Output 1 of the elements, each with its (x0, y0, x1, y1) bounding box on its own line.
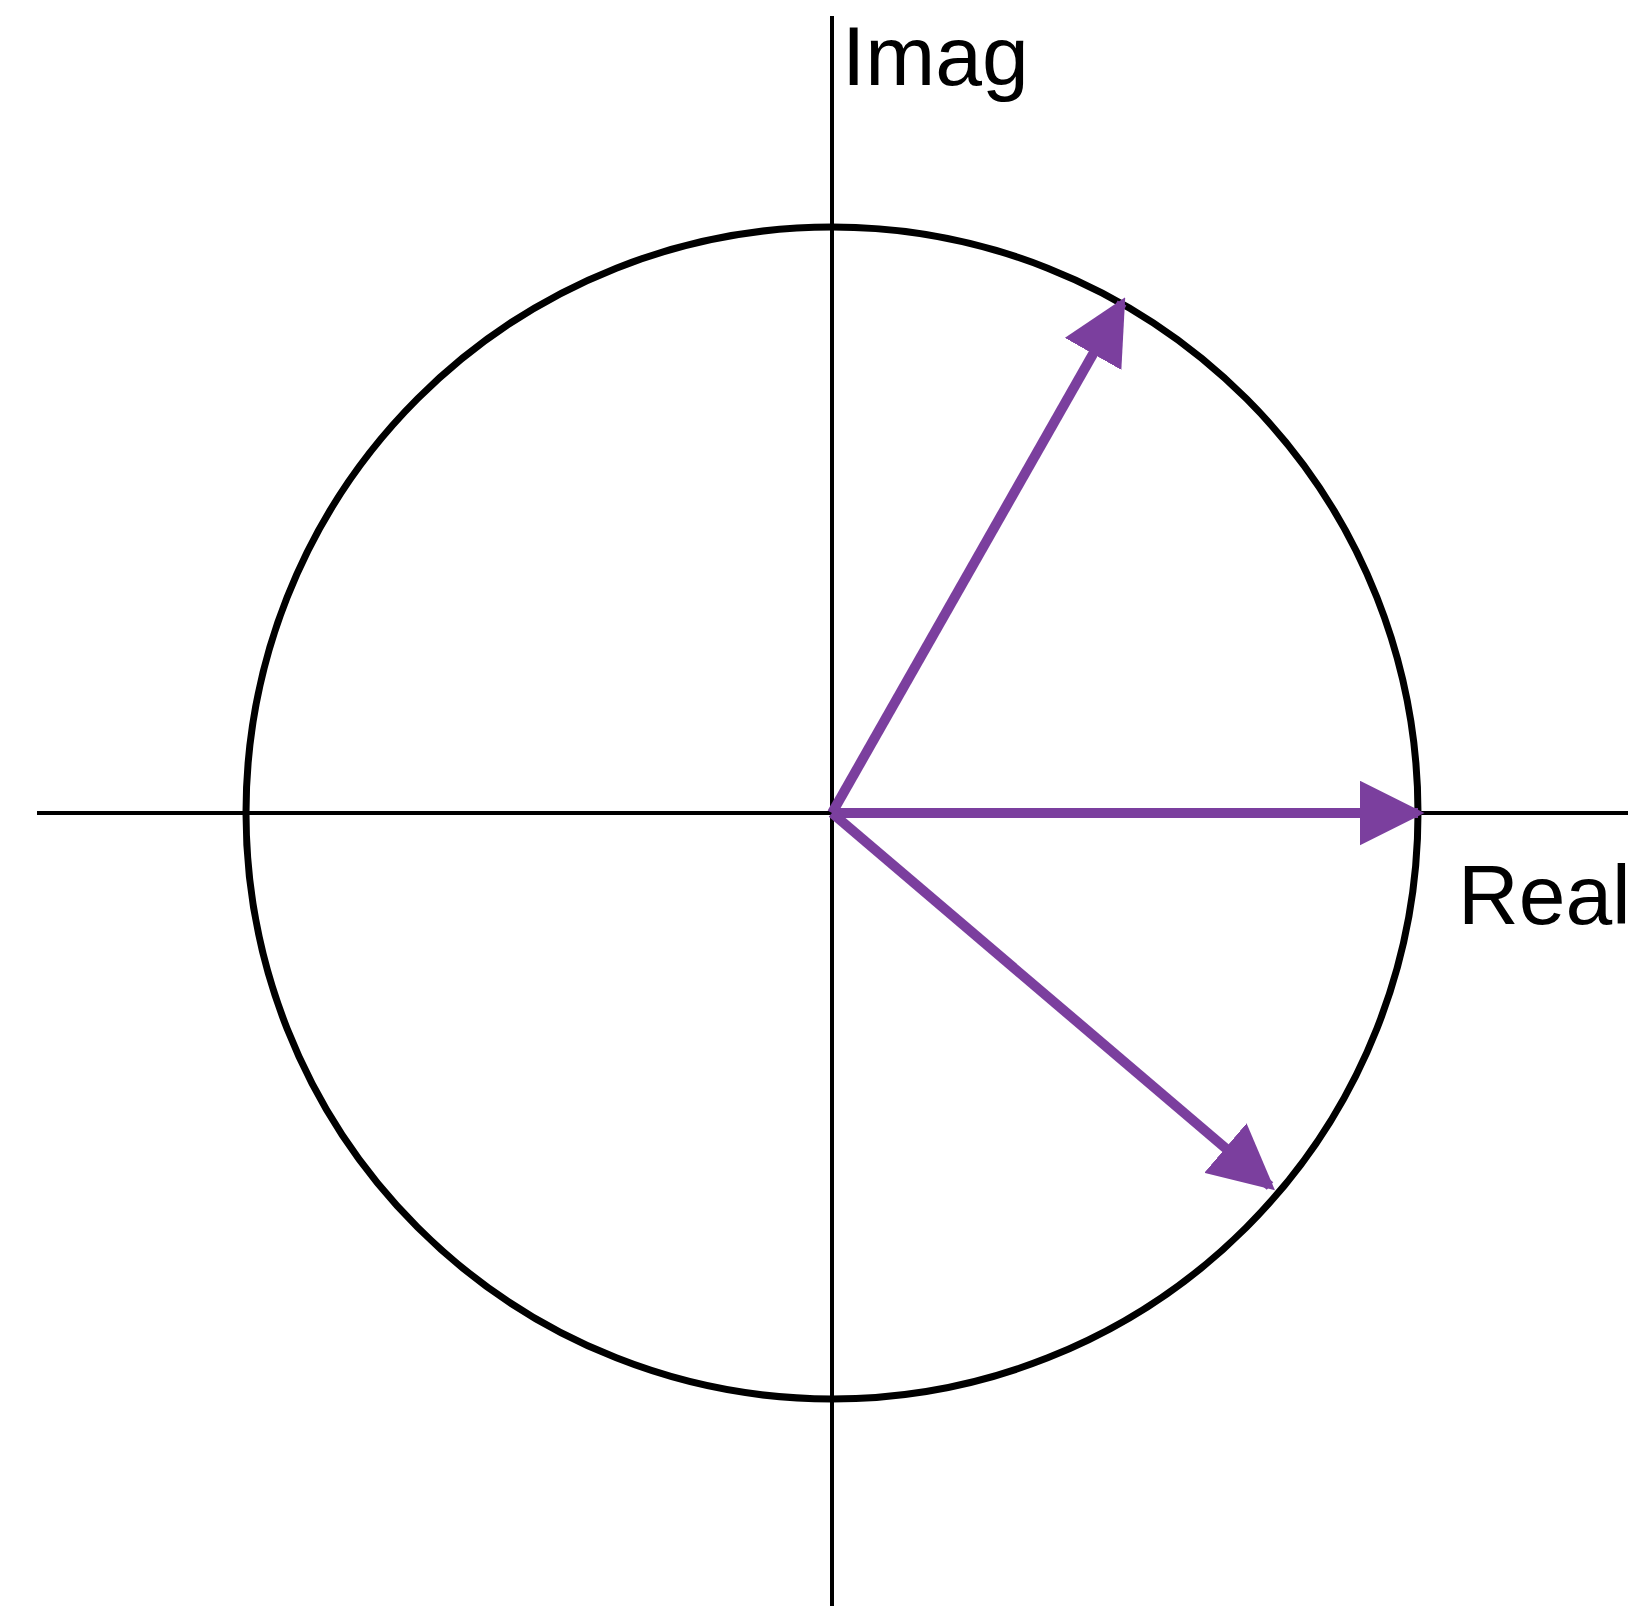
real-axis-label: Real (1458, 853, 1631, 937)
